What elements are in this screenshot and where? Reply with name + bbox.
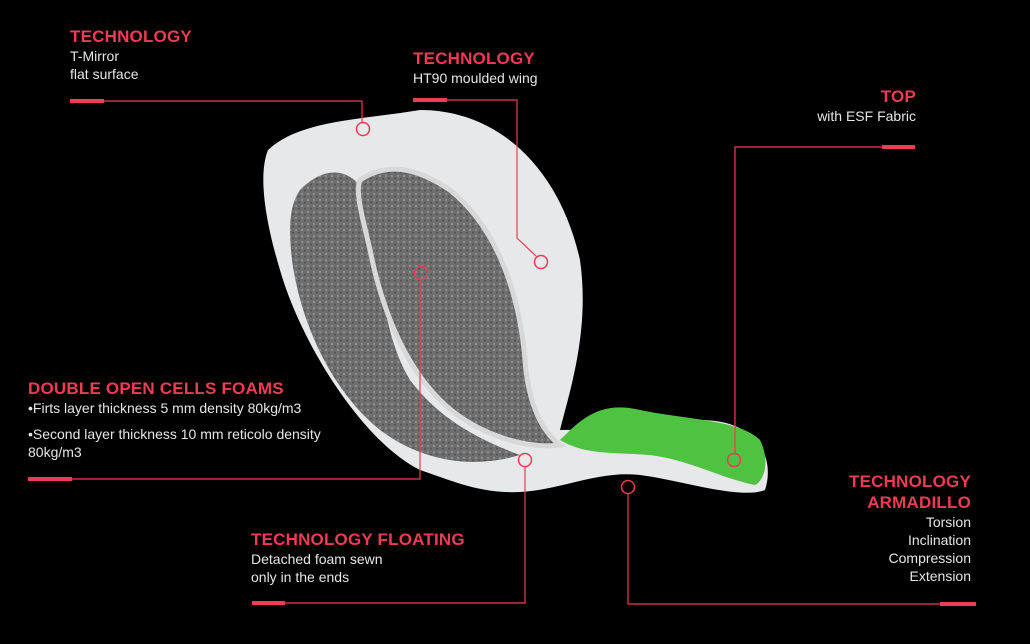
annotation-title: DOUBLE OPEN CELLS FOAMS bbox=[28, 379, 284, 398]
annotation-line: Inclination bbox=[907, 532, 971, 548]
annotation-line: •Firts layer thickness 5 mm density 80kg… bbox=[28, 400, 302, 416]
annotation-foams: DOUBLE OPEN CELLS FOAMS •Firts layer thi… bbox=[28, 378, 358, 461]
leader-foams bbox=[72, 280, 421, 480]
foam-layer-inner bbox=[355, 166, 567, 449]
annotation-line: only in the ends bbox=[251, 569, 350, 585]
annotation-title: TOP bbox=[880, 87, 916, 106]
annotation-floating: TECHNOLOGY FLOATING Detached foam sewn o… bbox=[251, 529, 465, 586]
annotation-t-mirror: TECHNOLOGY T-Mirror flat surface bbox=[70, 26, 192, 83]
annotation-title: TECHNOLOGY bbox=[70, 27, 192, 46]
hotspot-icon bbox=[533, 254, 549, 270]
hotspot-icon bbox=[726, 452, 742, 468]
annotation-line: T-Mirror bbox=[70, 48, 119, 64]
annotation-title-2: ARMADILLO bbox=[867, 493, 971, 512]
accent-bars bbox=[28, 98, 976, 606]
annotation-line: HT90 moulded wing bbox=[413, 70, 538, 86]
annotation-armadillo: TECHNOLOGY ARMADILLO Torsion Inclination… bbox=[849, 471, 971, 585]
annotation-line: Detached foam sewn bbox=[251, 551, 383, 567]
annotation-top: TOP with ESF Fabric bbox=[817, 86, 916, 125]
leader-t-mirror bbox=[104, 100, 363, 123]
hotspot-icon bbox=[620, 479, 636, 495]
hotspot-icon bbox=[355, 121, 371, 137]
hotspots bbox=[355, 121, 742, 495]
green-pad bbox=[560, 407, 766, 485]
annotation-line: •Second layer thickness 10 mm reticolo d… bbox=[28, 426, 321, 460]
hotspot-icon bbox=[517, 452, 533, 468]
annotation-title: TECHNOLOGY bbox=[849, 472, 971, 491]
annotation-line: Compression bbox=[888, 550, 971, 566]
annotation-line: with ESF Fabric bbox=[817, 108, 916, 124]
leader-armadillo bbox=[627, 494, 940, 605]
annotation-line: Torsion bbox=[925, 514, 971, 530]
leader-lines bbox=[72, 99, 940, 605]
annotation-line: flat surface bbox=[70, 66, 139, 82]
foam-layer-outer bbox=[290, 172, 520, 462]
leader-top bbox=[734, 146, 882, 453]
annotation-line: Extension bbox=[909, 568, 971, 584]
annotation-title: TECHNOLOGY FLOATING bbox=[251, 530, 465, 549]
annotation-ht90: TECHNOLOGY HT90 moulded wing bbox=[413, 48, 538, 87]
leader-ht90 bbox=[447, 99, 538, 258]
leader-floating bbox=[285, 467, 526, 604]
annotation-title: TECHNOLOGY bbox=[413, 49, 535, 68]
hotspot-icon bbox=[413, 265, 429, 281]
